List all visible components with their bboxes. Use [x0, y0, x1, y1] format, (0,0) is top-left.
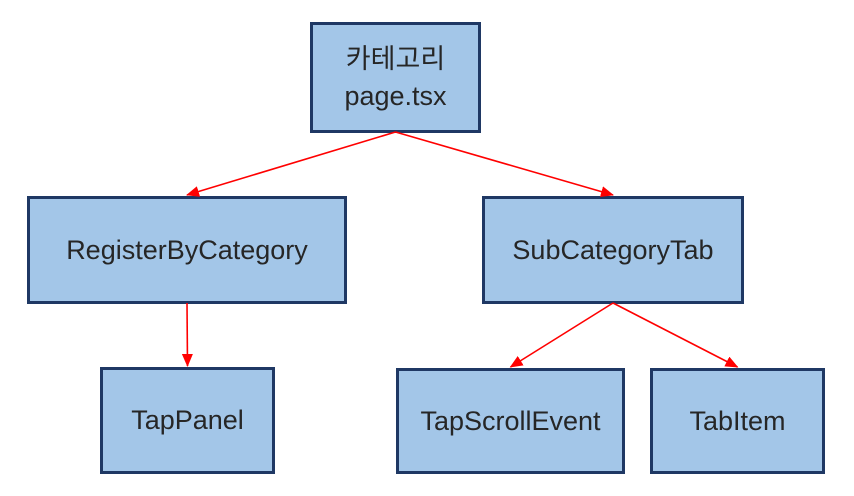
edge-arrow-register-to-tappanel — [181, 302, 193, 367]
node-sub-category-tab: SubCategoryTab — [482, 196, 744, 304]
node-tap-scroll-event-label: TapScrollEvent — [420, 405, 601, 436]
node-page-tsx: 카테고리 page.tsx — [310, 22, 481, 133]
node-register-by-category: RegisterByCategory — [27, 196, 347, 304]
edge-arrow-page-to-subcategory — [395, 131, 614, 197]
edge-arrow-subcategory-to-tabitem — [612, 302, 739, 368]
node-tab-item-label: TabItem — [689, 405, 786, 436]
node-tap-scroll-event: TapScrollEvent — [396, 368, 625, 474]
node-tap-panel: TapPanel — [100, 367, 275, 474]
node-label-line1: 카테고리 — [345, 44, 446, 75]
node-label-line2: page.tsx — [344, 80, 447, 111]
edge-arrow-subcategory-to-tapscroll — [509, 302, 614, 368]
node-register-by-category-label: RegisterByCategory — [66, 234, 308, 265]
node-page-tsx-label: 카테고리 page.tsx — [344, 41, 446, 114]
edge-arrow-page-to-register — [186, 131, 396, 197]
node-tap-panel-label: TapPanel — [131, 405, 244, 436]
node-tab-item: TabItem — [650, 368, 825, 474]
node-sub-category-tab-label: SubCategoryTab — [512, 234, 714, 265]
